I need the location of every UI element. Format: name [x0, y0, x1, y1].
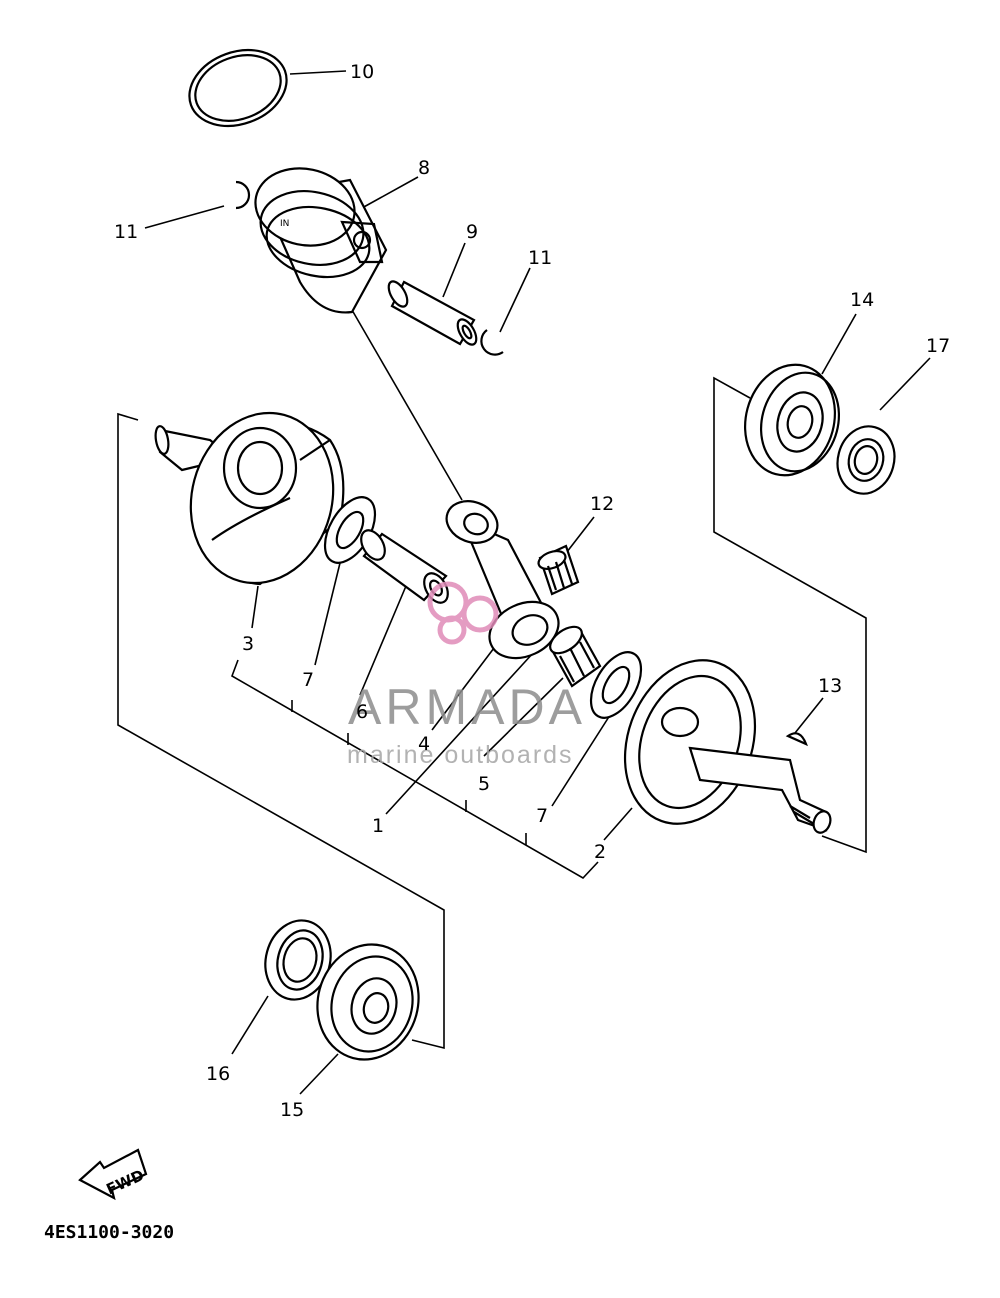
parts-drawing: IN — [154, 48, 896, 1061]
part-label: 16 — [206, 1063, 230, 1085]
piston-pin — [387, 280, 478, 346]
piston: IN — [254, 167, 388, 314]
part-label: 7 — [536, 805, 548, 827]
part-label: 15 — [280, 1099, 304, 1121]
circlip-left — [235, 180, 251, 210]
part-label: 14 — [850, 289, 874, 311]
part-label: 9 — [466, 221, 478, 243]
crank-half-left — [154, 411, 345, 586]
part-label: 17 — [926, 335, 950, 357]
part-label: 5 — [478, 773, 490, 795]
circlip-right — [480, 329, 504, 356]
watermark-logo-icon — [427, 581, 499, 645]
part-label: 1 — [372, 815, 384, 837]
part-label: 10 — [350, 61, 374, 83]
small-end-bearing — [537, 544, 580, 596]
part-label: 8 — [418, 157, 430, 179]
main-bearing-right — [743, 363, 841, 477]
part-label: 7 — [302, 669, 314, 691]
piston-ring — [188, 48, 288, 128]
watermark: ARMADA marine outboards — [347, 581, 586, 769]
part-label: 4 — [418, 733, 430, 755]
svg-text:IN: IN — [280, 219, 289, 229]
part-label: 12 — [590, 493, 614, 515]
part-label: 11 — [528, 247, 552, 269]
drawing-code: 4ES1100-3020 — [44, 1222, 174, 1243]
oil-seal-left — [264, 919, 332, 1001]
part-label: 6 — [356, 701, 368, 723]
big-end-bearing — [549, 625, 602, 688]
watermark-subtitle: marine outboards — [347, 741, 574, 769]
woodruff-key — [785, 732, 808, 747]
main-bearing-left — [316, 943, 420, 1061]
crank-pin — [360, 529, 449, 604]
part-label: 13 — [818, 675, 842, 697]
part-number-labels: 10 8 11 9 11 14 17 12 3 7 13 6 4 5 7 1 2… — [114, 61, 950, 1121]
part-label: 3 — [242, 633, 254, 655]
oil-seal-right — [836, 425, 896, 495]
forward-direction-arrow: FWD — [78, 1148, 148, 1201]
part-label: 11 — [114, 221, 138, 243]
watermark-title: ARMADA — [348, 679, 586, 735]
thrust-washer-right — [589, 651, 643, 719]
part-label: 2 — [594, 841, 606, 863]
crank-half-right — [623, 659, 832, 834]
connecting-rod — [445, 500, 560, 660]
